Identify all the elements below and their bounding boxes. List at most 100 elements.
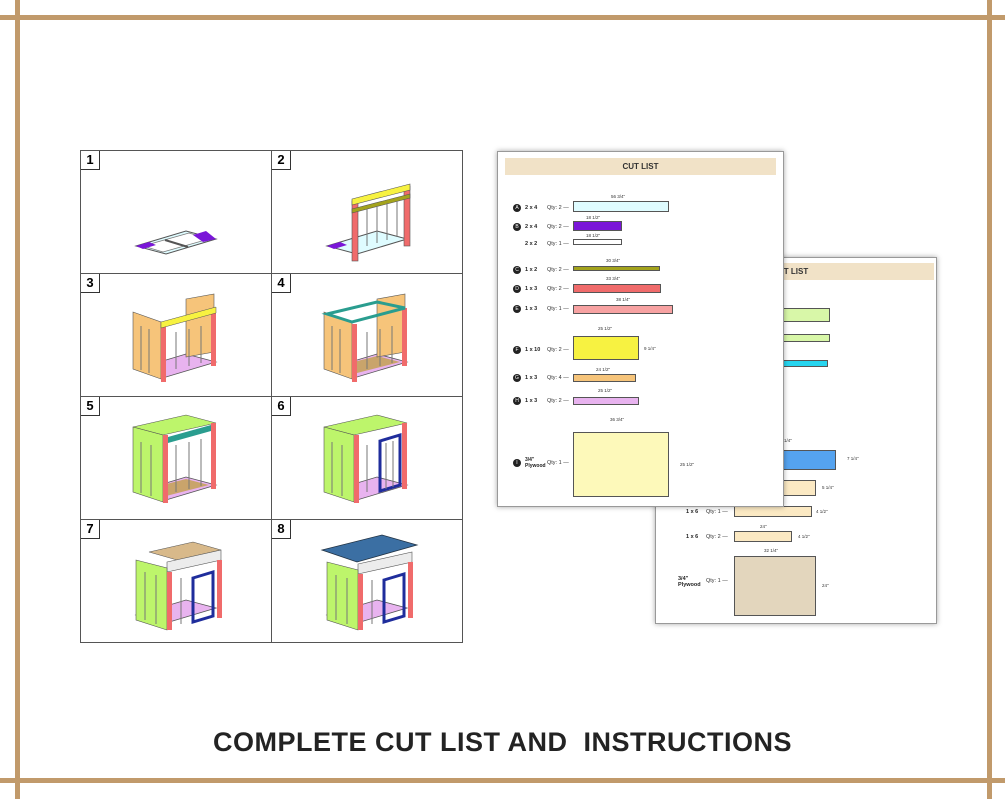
step-7-illustration (134, 541, 222, 631)
row-size: 1 x 6 (686, 534, 699, 540)
step-number: 2 (272, 151, 291, 170)
row-qty: Qty: 1 — (547, 460, 569, 466)
step-3-illustration (132, 293, 218, 382)
part-letter: H (513, 397, 521, 405)
cut-piece-bar (734, 556, 816, 616)
cut-list-sheet-front: CUT LIST 56 3/4" A 2 x 4 Qty: 2 — 18 1/2… (497, 151, 784, 507)
step-5-panel: 5 (81, 397, 272, 520)
row-size: 3/4" Plywood (678, 576, 701, 588)
step-5-illustration (132, 414, 218, 503)
step-number: 5 (81, 397, 100, 416)
cut-piece-bar (734, 506, 812, 517)
step-1-panel: 1 (81, 151, 272, 274)
cut-dimension: 5 1/4" (822, 485, 834, 490)
cut-piece-bar (573, 221, 622, 231)
step-number: 7 (81, 520, 100, 539)
part-letter: C (513, 266, 521, 274)
top-border-line (0, 15, 1005, 20)
cut-dimension: 56 3/4" (611, 194, 626, 199)
step-4-illustration (321, 293, 409, 382)
step-7-panel: 7 (81, 520, 272, 643)
cut-piece-bar (573, 305, 673, 314)
row-size: 1 x 3 (525, 375, 538, 381)
cut-dimension: 25 1/2" (680, 462, 695, 467)
row-size: 2 x 2 (525, 241, 538, 247)
cut-dimension: 36 3/4" (610, 417, 625, 422)
row-size: 2 x 4 (525, 205, 538, 211)
row-qty: Qty: 2 — (706, 534, 728, 540)
cut-dimension: 25 1/2" (598, 326, 613, 331)
cut-dimension: 24 1/2" (596, 367, 611, 372)
cut-dimension: 18 1/2" (586, 215, 601, 220)
cut-dimension: 7 1/4" (847, 456, 859, 461)
row-size: 1 x 3 (525, 286, 538, 292)
row-qty: Qty: 1 — (706, 509, 728, 515)
row-qty: Qty: 4 — (547, 375, 569, 381)
cut-dimension: 24" (822, 583, 829, 588)
row-size: 3/4" Plywood (525, 457, 546, 469)
cut-piece-bar (573, 284, 661, 293)
row-qty: Qty: 2 — (547, 224, 569, 230)
part-letter: I (513, 459, 521, 467)
bottom-border-line (0, 778, 1005, 783)
row-size: 2 x 4 (525, 224, 538, 230)
cut-piece-bar (573, 266, 660, 271)
part-letter: F (513, 346, 521, 354)
left-border-line (15, 0, 20, 799)
cut-piece-bar (573, 432, 669, 497)
row-qty: Qty: 2 — (547, 205, 569, 211)
row-qty: Qty: 2 — (547, 267, 569, 273)
cut-dimension: 38 1/4" (616, 297, 631, 302)
row-size: 1 x 3 (525, 398, 538, 404)
cut-dimension: 33 3/4" (606, 276, 621, 281)
step-number: 1 (81, 151, 100, 170)
row-size: 1 x 10 (525, 347, 541, 353)
step-1-illustration (134, 230, 218, 255)
cut-dimension: 32 1/4" (764, 548, 779, 553)
page-headline: COMPLETE CUT LIST AND INSTRUCTIONS (213, 727, 792, 757)
cut-dimension: 4 1/2" (798, 534, 810, 539)
row-size: 1 x 3 (525, 306, 538, 312)
step-2-panel: 2 (272, 151, 463, 274)
sheet-title: CUT LIST (505, 158, 776, 175)
cut-dimension: 1/4" (784, 438, 792, 443)
step-8-panel: 8 (272, 520, 463, 643)
cut-piece-bar (573, 397, 639, 405)
row-qty: Qty: 2 — (547, 286, 569, 292)
step-6-panel: 6 (272, 397, 463, 520)
step-number: 6 (272, 397, 291, 416)
step-number: 8 (272, 520, 291, 539)
cut-piece-bar (573, 201, 669, 212)
step-4-panel: 4 (272, 274, 463, 397)
part-letter: G (513, 374, 521, 382)
part-letter: D (513, 285, 521, 293)
row-size: 1 x 2 (525, 267, 538, 273)
part-letter: E (513, 305, 521, 313)
row-qty: Qty: 1 — (706, 578, 728, 584)
part-letter: B (513, 223, 521, 231)
sheet-title: UT LIST (774, 263, 934, 280)
cut-dimension: 18 1/2" (586, 233, 601, 238)
cut-dimension: 24" (760, 524, 767, 529)
instruction-steps-grid: 1 2 3 (80, 150, 463, 643)
part-letter: A (513, 204, 521, 212)
cut-dimension: 9 1/4" (644, 346, 656, 351)
row-qty: Qty: 1 — (547, 241, 569, 247)
step-6-illustration (323, 414, 409, 503)
cut-dimension: 25 1/2" (598, 388, 613, 393)
cut-piece-bar (573, 336, 639, 360)
step-number: 3 (81, 274, 100, 293)
step-2-illustration (325, 183, 411, 262)
cut-piece-bar (573, 239, 622, 245)
cut-dimension: 4 1/2" (816, 509, 828, 514)
row-qty: Qty: 1 — (547, 306, 569, 312)
row-qty: Qty: 2 — (547, 347, 569, 353)
cut-piece-bar (573, 374, 636, 382)
step-number: 4 (272, 274, 291, 293)
row-qty: Qty: 2 — (547, 398, 569, 404)
cut-dimension: 30 3/4" (606, 258, 621, 263)
right-border-line (987, 0, 992, 799)
step-3-panel: 3 (81, 274, 272, 397)
cut-piece-bar (734, 531, 792, 542)
row-size: 1 x 6 (686, 509, 699, 515)
